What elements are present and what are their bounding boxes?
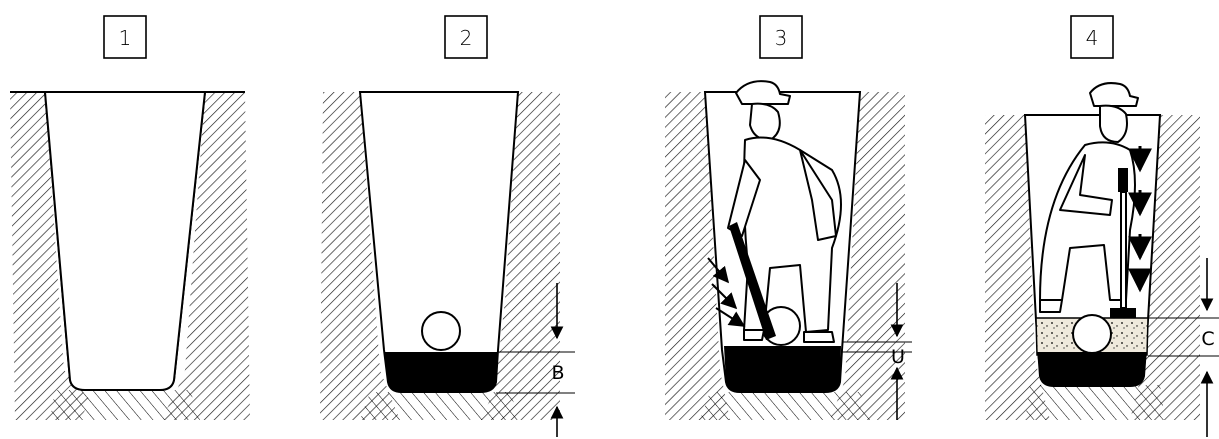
panel-3-bedding-layer bbox=[724, 346, 841, 392]
panel-4: 4 C bbox=[985, 16, 1219, 437]
panel-2: 2 B bbox=[320, 16, 575, 437]
panel-1-soil-bottom bbox=[50, 390, 200, 420]
panel-3-dimension-label: U bbox=[891, 346, 905, 368]
panel-4-number: 4 bbox=[1086, 26, 1099, 50]
panel-3: 3 U bbox=[665, 16, 912, 420]
panel-3-number: 3 bbox=[775, 26, 788, 50]
panel-1-number: 1 bbox=[119, 26, 132, 50]
panel-4-soil-bottom bbox=[1025, 385, 1165, 420]
panel-4-pipe bbox=[1073, 315, 1111, 353]
panel-2-bedding-layer bbox=[384, 352, 498, 392]
panel-4-dimension-label: C bbox=[1201, 328, 1214, 350]
panel-1: 1 bbox=[10, 16, 250, 420]
panel-2-pipe bbox=[422, 312, 460, 350]
panel-4-bedding-layer bbox=[1037, 352, 1147, 386]
panel-3-soil-bottom bbox=[700, 392, 870, 420]
panel-2-soil-bottom bbox=[360, 392, 520, 420]
panel-2-number: 2 bbox=[460, 26, 473, 50]
panel-2-dimension-label: B bbox=[551, 362, 564, 384]
